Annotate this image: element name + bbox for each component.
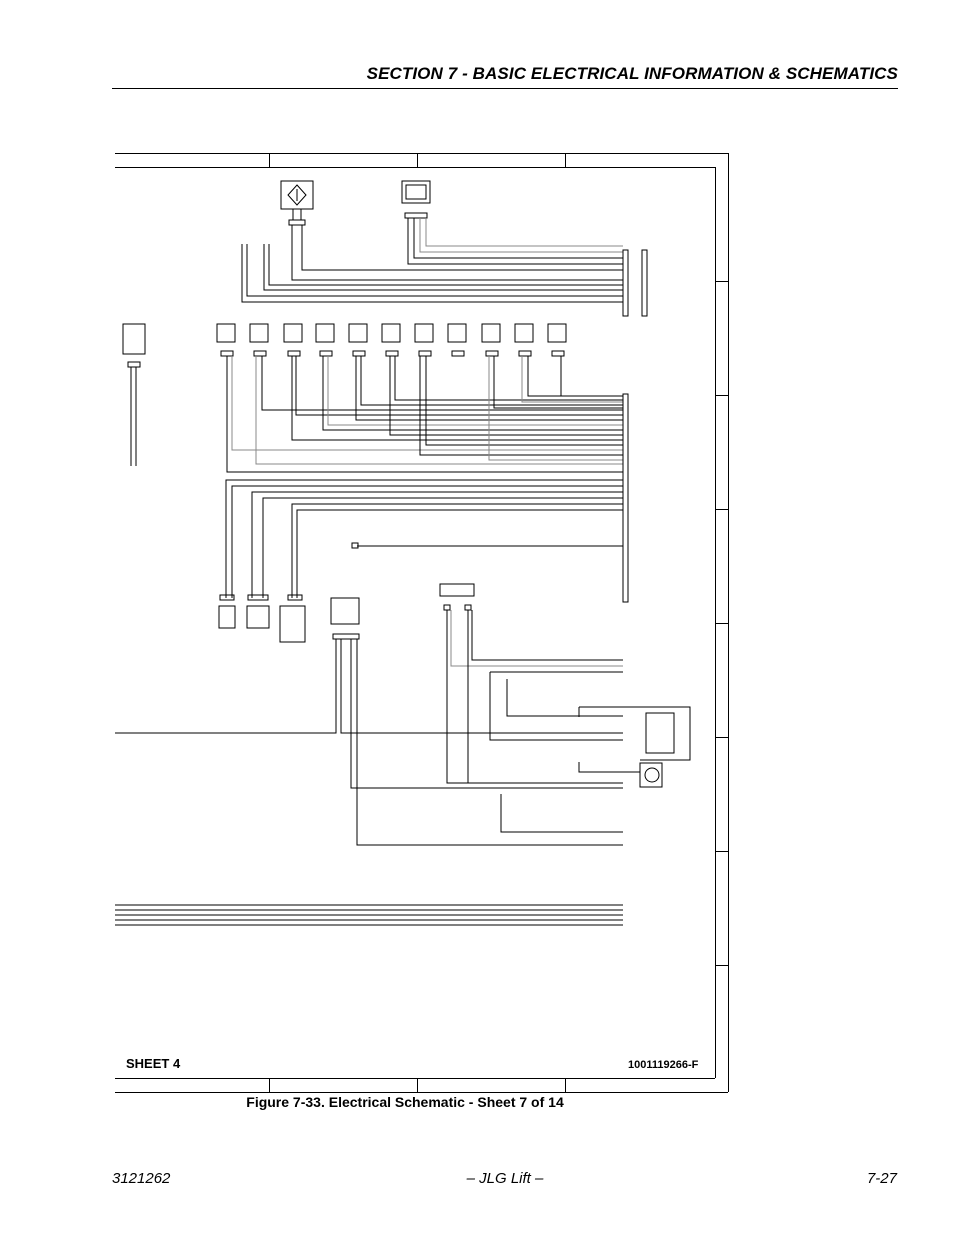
bottom-bus xyxy=(115,904,623,926)
section-title: SECTION 7 - BASIC ELECTRICAL INFORMATION… xyxy=(366,64,898,83)
main-terminal-strip xyxy=(622,393,629,603)
top-sensor-left xyxy=(280,180,314,226)
sheet-label: SHEET 4 xyxy=(126,1056,181,1071)
switch-harness xyxy=(225,356,623,598)
drawing-frame xyxy=(115,153,729,1093)
top-sensor-right xyxy=(401,180,431,219)
document-number: 3121262 xyxy=(112,1170,171,1187)
top-terminal-strips xyxy=(622,249,648,317)
page-number: 7-27 xyxy=(866,1170,897,1187)
publisher: – JLG Lift – xyxy=(466,1170,544,1187)
left-sensor xyxy=(122,323,146,466)
top-harness xyxy=(241,218,623,303)
lower-connectors xyxy=(218,583,475,643)
splice-marker xyxy=(351,542,359,549)
drawing-number: 1001119266-F xyxy=(628,1059,699,1071)
lower-harness xyxy=(115,610,691,846)
switch-row xyxy=(216,323,567,357)
figure-caption: Figure 7-33. Electrical Schematic - Shee… xyxy=(246,1094,564,1110)
header-rule xyxy=(112,88,898,89)
